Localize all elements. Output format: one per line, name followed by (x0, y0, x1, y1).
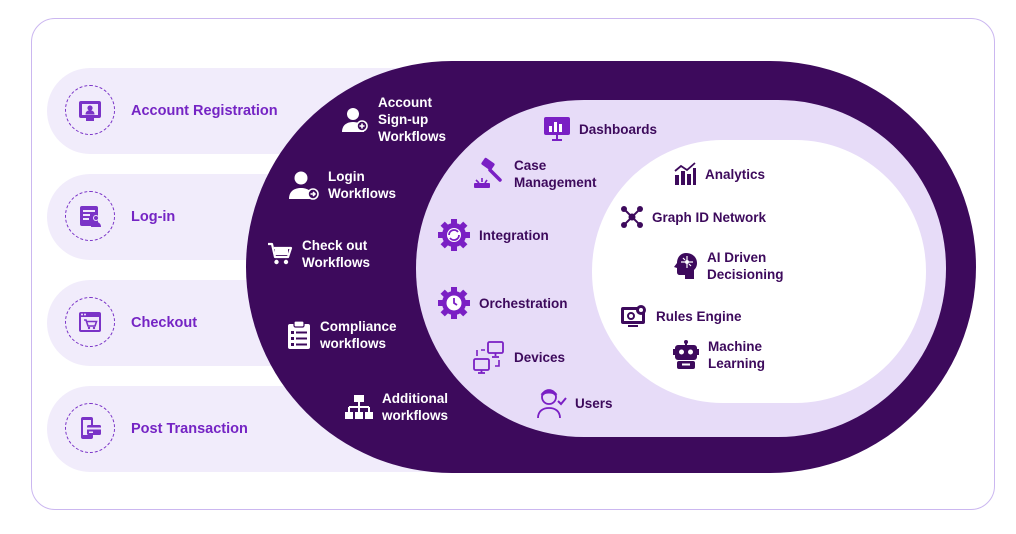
step-label: Account Registration (131, 103, 278, 119)
workflow-label-line1: Login (328, 169, 365, 184)
step-label: Log-in (131, 209, 176, 225)
workflow-label-line1: Compliance (320, 319, 397, 334)
login-form-icon (80, 206, 101, 227)
core-layer (592, 140, 926, 403)
step-icon-circle (65, 85, 115, 135)
workflow-account-signup: Account Sign-up Workflows (340, 94, 446, 145)
step-icon-circle (65, 191, 115, 241)
workflow-label-line1: Account (378, 95, 432, 110)
user-check-icon (537, 389, 567, 419)
platform-label: Integration (479, 227, 549, 243)
rules-engine-icon (621, 305, 646, 327)
platform-label-line2: Management (514, 175, 597, 190)
core-label-line1: AI Driven (707, 250, 767, 265)
orchestration-gear-icon (438, 287, 470, 319)
workflow-label-line2: Workflows (302, 255, 371, 270)
devices-icon (473, 341, 504, 374)
platform-dashboards: Dashboards (543, 116, 657, 142)
workflow-login: Login Workflows (288, 168, 396, 202)
robot-icon (673, 340, 699, 369)
platform-orchestration: Orchestration (437, 286, 568, 320)
platform-label-line1: Case (514, 158, 547, 173)
workflow-label-line2: Workflows (328, 186, 397, 201)
cart-window-icon (79, 312, 101, 332)
user-login-icon (289, 171, 319, 200)
workflow-label-line1: Additional (382, 391, 448, 406)
core-machine-learning: Machine Learning (672, 338, 765, 372)
step-icon-circle (65, 403, 115, 453)
core-label: Graph ID Network (652, 209, 767, 225)
step-label: Checkout (131, 315, 198, 331)
workflow-checkout: Check out Workflows (266, 237, 370, 271)
platform-label: Users (575, 395, 613, 411)
platform-users: Users (537, 387, 613, 419)
workflow-label-line2: workflows (320, 336, 387, 351)
platform-label: Dashboards (579, 121, 658, 137)
ai-head-icon (674, 253, 697, 279)
workflow-label-line2: Sign-up (378, 112, 429, 127)
workflow-label-line1: Check out (302, 238, 368, 253)
gavel-icon (474, 157, 502, 188)
workflow-label-line3: Workflows (378, 129, 447, 144)
network-icon (621, 206, 643, 228)
workflow-additional: Additional workflows (344, 390, 448, 424)
platform-label: Devices (514, 349, 566, 365)
core-rules-engine: Rules Engine (620, 304, 742, 328)
integration-gear-icon (438, 219, 470, 251)
user-add-icon (342, 107, 368, 132)
core-label-line2: Learning (708, 356, 766, 371)
core-analytics: Analytics (673, 162, 765, 186)
platform-label: Orchestration (479, 295, 568, 311)
core-ai-driven-decisioning: AI Driven Decisioning (673, 249, 784, 283)
core-label-line2: Decisioning (707, 267, 784, 282)
card-phone-icon (81, 417, 101, 439)
core-label: Rules Engine (656, 308, 742, 324)
core-label: Analytics (705, 166, 766, 182)
workflow-label-line2: workflows (382, 408, 449, 423)
step-icon-circle (65, 297, 115, 347)
core-graph-id-network: Graph ID Network (620, 205, 766, 229)
cart-icon (268, 242, 293, 265)
hierarchy-icon (345, 395, 373, 419)
analytics-icon (674, 162, 696, 185)
platform-integration: Integration (437, 218, 549, 252)
dashboard-icon (544, 117, 570, 141)
platform-devices: Devices (472, 340, 565, 374)
workflow-compliance: Compliance workflows (286, 318, 397, 352)
platform-case-management: Case Management (472, 157, 597, 191)
registration-icon (79, 101, 101, 121)
core-label-line1: Machine (708, 339, 763, 354)
clipboard-icon (288, 320, 310, 349)
step-label: Post Transaction (131, 421, 248, 437)
